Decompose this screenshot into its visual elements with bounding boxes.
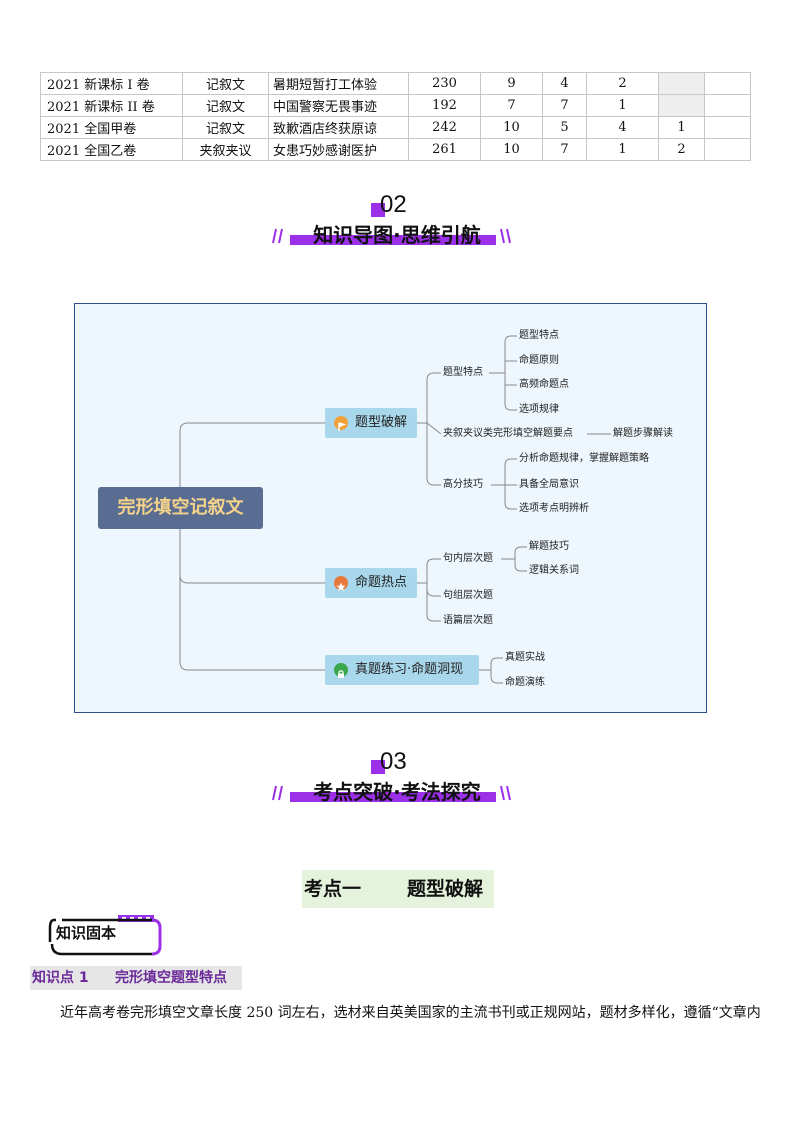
table-cell: 9: [480, 72, 543, 95]
mind-map-sub-key-points: 夹叙夹议类完形填空解题要点: [443, 428, 573, 439]
table-cell: 2021 新课标 I 卷: [40, 72, 183, 95]
table-cell: [704, 94, 751, 117]
mind-map-leaf: 题型特点: [519, 330, 559, 341]
table-cell: 2021 新课标 II 卷: [40, 94, 183, 117]
section-header-03: 03 考点突破·考法探究: [0, 748, 794, 812]
table-cell: 4: [586, 116, 659, 139]
table-cell: 记叙文: [182, 94, 269, 117]
section-title-underline: [290, 792, 496, 802]
section-number: 03: [380, 748, 407, 775]
table-cell: 暑期短暂打工体验: [268, 72, 409, 95]
mind-map-sub-sentence-group: 句组层次题: [443, 590, 493, 601]
mind-map-leaf: 真题实战: [505, 652, 545, 663]
table-cell: 230: [408, 72, 481, 95]
table-cell: 致歉酒店终获原谅: [268, 116, 409, 139]
mind-map-leaf: 命题演练: [505, 677, 545, 688]
table-cell: [658, 94, 705, 117]
table-cell: 2021 全国甲卷: [40, 116, 183, 139]
table-cell: 记叙文: [182, 116, 269, 139]
branch-label: 题型破解: [355, 415, 408, 430]
table-cell: 1: [658, 116, 705, 139]
mind-map-sub-discourse: 语篇层次题: [443, 615, 493, 626]
lock-icon: [334, 663, 348, 678]
mind-map-leaf: 选项考点明辨析: [519, 503, 589, 514]
table-cell: 2: [658, 138, 705, 161]
slash-decoration-right: [500, 228, 511, 244]
table-cell: 192: [408, 94, 481, 117]
knowledge-badge-label: 知识固本: [56, 924, 117, 942]
mind-map-sub-sentence: 句内层次题: [443, 553, 493, 564]
mind-map-connectors: [179, 335, 611, 684]
mind-map-root: 完形填空记叙文: [98, 487, 263, 529]
mind-map-leaf: 解题步骤解读: [613, 428, 673, 439]
table-cell: 2021 全国乙卷: [40, 138, 183, 161]
mind-map-branch-hot-topics: 命题热点: [325, 568, 417, 598]
table-cell: 1: [586, 138, 659, 161]
table-cell: 夹叙夹议: [182, 138, 269, 161]
table-cell: 1: [586, 94, 659, 117]
table-cell: [704, 138, 751, 161]
table-cell: 7: [542, 138, 587, 161]
section-number-marker: [371, 203, 385, 217]
table-cell: 242: [408, 116, 481, 139]
mind-map-leaf: 命题原则: [519, 355, 559, 366]
exam-point-number: 考点一: [304, 878, 362, 900]
knowledge-badge-frame: [48, 915, 162, 956]
mind-map-leaf: 具备全局意识: [519, 479, 579, 490]
knowledge-point-title: 完形填空题型特点: [115, 970, 227, 986]
section-number: 02: [380, 191, 407, 218]
mind-map-leaf: 分析命题规律，掌握解题策略: [519, 453, 649, 464]
mind-map-leaf: 解题技巧: [529, 541, 569, 552]
table-cell: 10: [480, 138, 543, 161]
star-icon: [334, 576, 348, 591]
mind-map-leaf: 高频命题点: [519, 379, 569, 390]
table-cell: 7: [542, 94, 587, 117]
slash-decoration-left: [272, 785, 283, 801]
flag-icon: [334, 416, 348, 431]
table-cell: 4: [542, 72, 587, 95]
mind-map-leaf: 逻辑关系词: [529, 565, 579, 576]
table-cell: 女患巧妙感谢医护: [268, 138, 409, 161]
mind-map-sub-high-score: 高分技巧: [443, 479, 483, 490]
mind-map-branch-question-types: 题型破解: [325, 408, 417, 438]
table-cell: 2: [586, 72, 659, 95]
table-cell: [704, 116, 751, 139]
exam-point-heading: 考点一 题型破解: [302, 870, 494, 908]
section-header-02: 02 知识导图·思维引航: [0, 191, 794, 255]
table-cell: 中国警察无畏事迹: [268, 94, 409, 117]
mind-map: 完形填空记叙文 题型破解 题型特点 题型特点 命题原则 高频命题点 选项规律 夹…: [74, 303, 707, 713]
table-cell: 261: [408, 138, 481, 161]
table-cell: 记叙文: [182, 72, 269, 95]
knowledge-point-number: 知识点 1: [32, 970, 89, 986]
section-title: 知识导图·思维引航: [313, 223, 481, 247]
body-paragraph: 近年高考卷完形填空文章长度 250 词左右，选材来自英美国家的主流书刊或正规网站…: [60, 1005, 761, 1021]
table-cell: 5: [542, 116, 587, 139]
knowledge-point-heading: 知识点 1 完形填空题型特点: [30, 966, 242, 990]
table-cell: [704, 72, 751, 95]
slash-decoration-left: [272, 228, 283, 244]
mind-map-sub-features: 题型特点: [443, 367, 483, 378]
branch-label: 真题练习·命题洞现: [355, 662, 464, 677]
branch-label: 命题热点: [355, 575, 408, 590]
section-number-marker: [371, 760, 385, 774]
table-cell: 10: [480, 116, 543, 139]
table-cell: [658, 72, 705, 95]
exam-point-title: 题型破解: [407, 878, 484, 900]
slash-decoration-right: [500, 785, 511, 801]
mind-map-leaf: 选项规律: [519, 404, 559, 415]
section-title: 考点突破·考法探究: [313, 780, 481, 804]
section-title-underline: [290, 235, 496, 245]
mind-map-branch-practice: 真题练习·命题洞现: [325, 655, 479, 685]
table-cell: 7: [480, 94, 543, 117]
